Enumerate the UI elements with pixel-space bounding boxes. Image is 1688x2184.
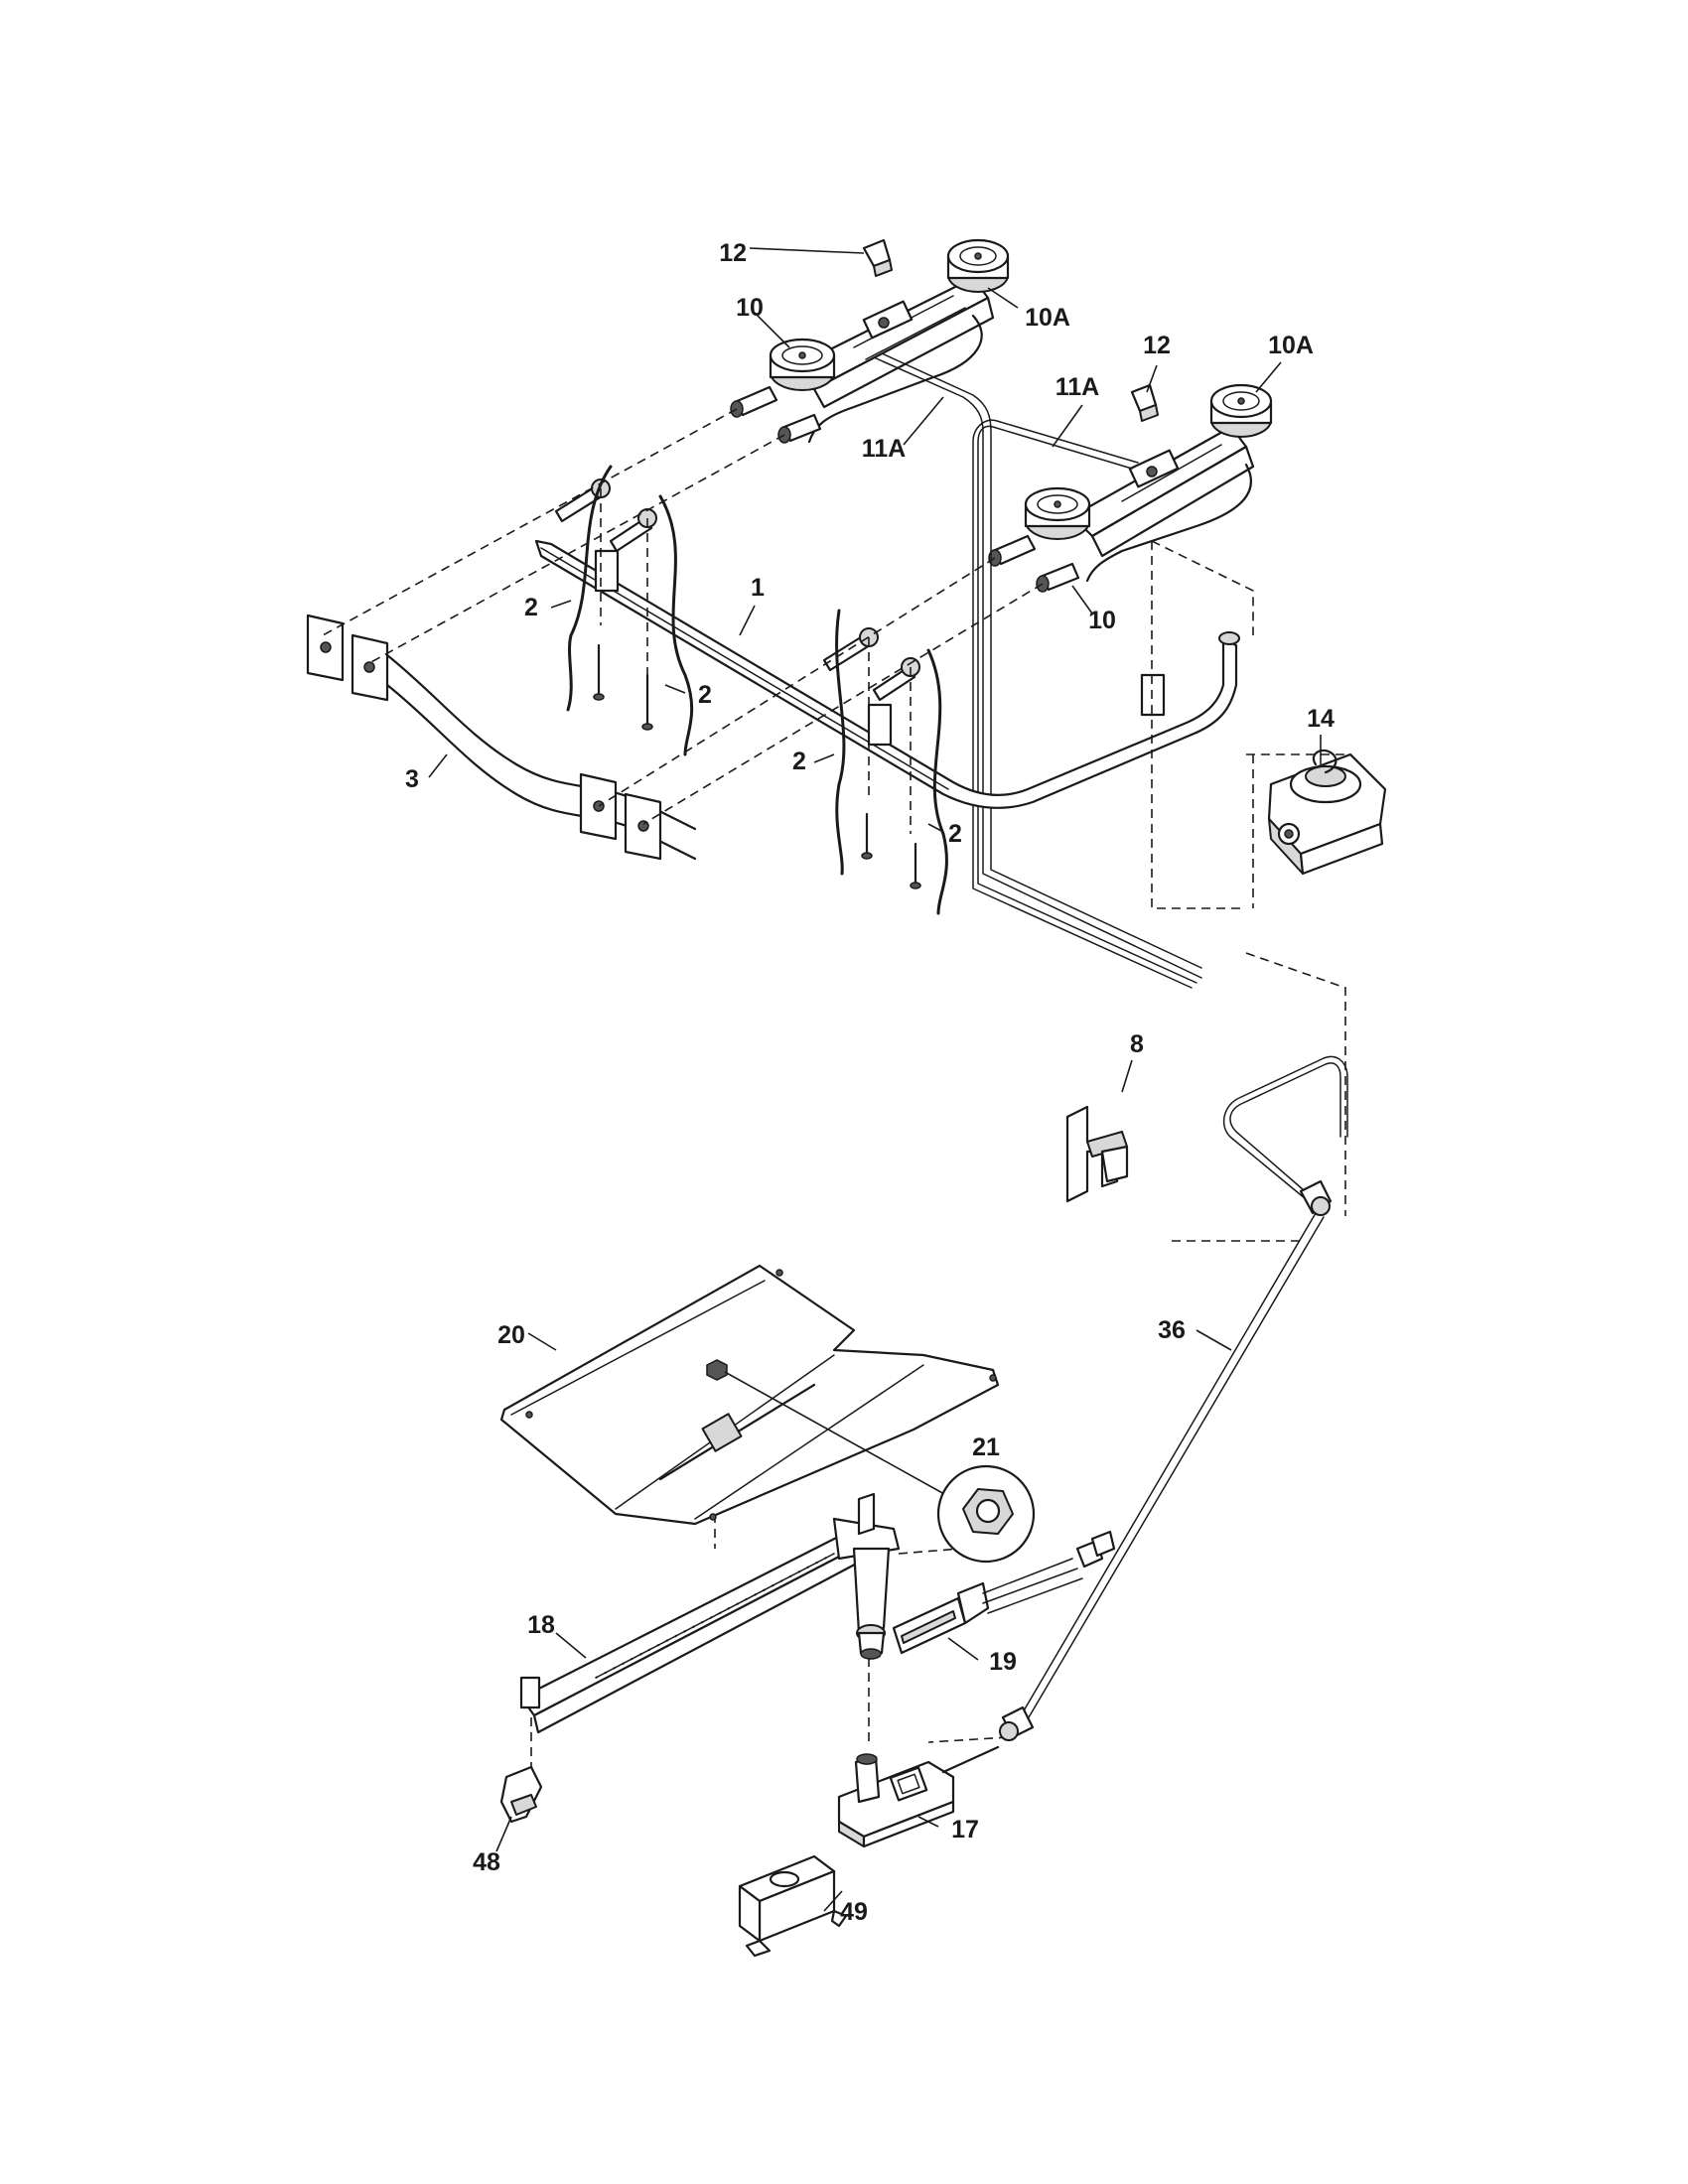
label-part-8: 8 [1130,1030,1144,1058]
burner-assembly-right [988,383,1273,593]
oven-igniter [892,1530,1116,1655]
valve-bracket [738,1854,848,1958]
nut-detail-21 [936,1464,1036,1564]
label-part-48: 48 [473,1848,500,1876]
label-part-2-a: 2 [524,594,538,621]
part-number-labels: 12 10 10A 12 10A 11A 11A 1 2 2 2 2 10 3 … [405,239,1335,1926]
label-part-1: 1 [751,574,765,602]
label-part-10A-right: 10A [1268,332,1314,359]
label-part-11A-upper: 11A [1055,373,1099,401]
pressure-regulator [1267,749,1387,876]
tubes-11A [873,352,1202,989]
burner-assembly-left [730,238,1010,444]
label-part-2-d: 2 [948,820,962,848]
gas-tube [999,1055,1348,1741]
oven-burner-tube [519,1492,901,1734]
label-part-18: 18 [527,1611,555,1639]
label-part-2-b: 2 [698,681,712,709]
safety-valve [837,1745,1000,1848]
label-part-49: 49 [840,1898,868,1926]
label-part-10A-left: 10A [1025,304,1070,332]
alignment-lines [322,408,1346,1777]
leader-lines [428,247,1322,1912]
igniter-electrodes [554,465,948,915]
label-part-36: 36 [1158,1316,1186,1344]
burner-head-10-right [1024,486,1091,540]
label-part-11A-lower: 11A [862,435,906,463]
manifold-pipe [534,539,1240,809]
label-part-19: 19 [989,1648,1017,1676]
label-part-10-right: 10 [1088,607,1116,634]
burner-head-10A-right [1209,383,1273,438]
clip-12-right [1130,383,1159,422]
label-part-10-left: 10 [736,294,764,322]
label-part-12-left: 12 [719,239,747,267]
burner-clip [499,1765,543,1824]
heat-baffle [499,1264,1000,1526]
label-part-20: 20 [497,1321,525,1349]
label-part-2-c: 2 [792,748,806,775]
label-part-12-right: 12 [1143,332,1171,359]
label-part-3: 3 [405,765,419,793]
label-part-21: 21 [972,1433,1000,1461]
label-part-14: 14 [1307,705,1335,733]
spark-module-bracket [1065,1105,1129,1203]
burner-head-10A-left [946,238,1010,293]
clip-12-left [862,238,893,277]
label-part-17: 17 [951,1816,979,1843]
manifold-bracket [306,614,697,861]
burner-head-10-left [769,338,836,391]
